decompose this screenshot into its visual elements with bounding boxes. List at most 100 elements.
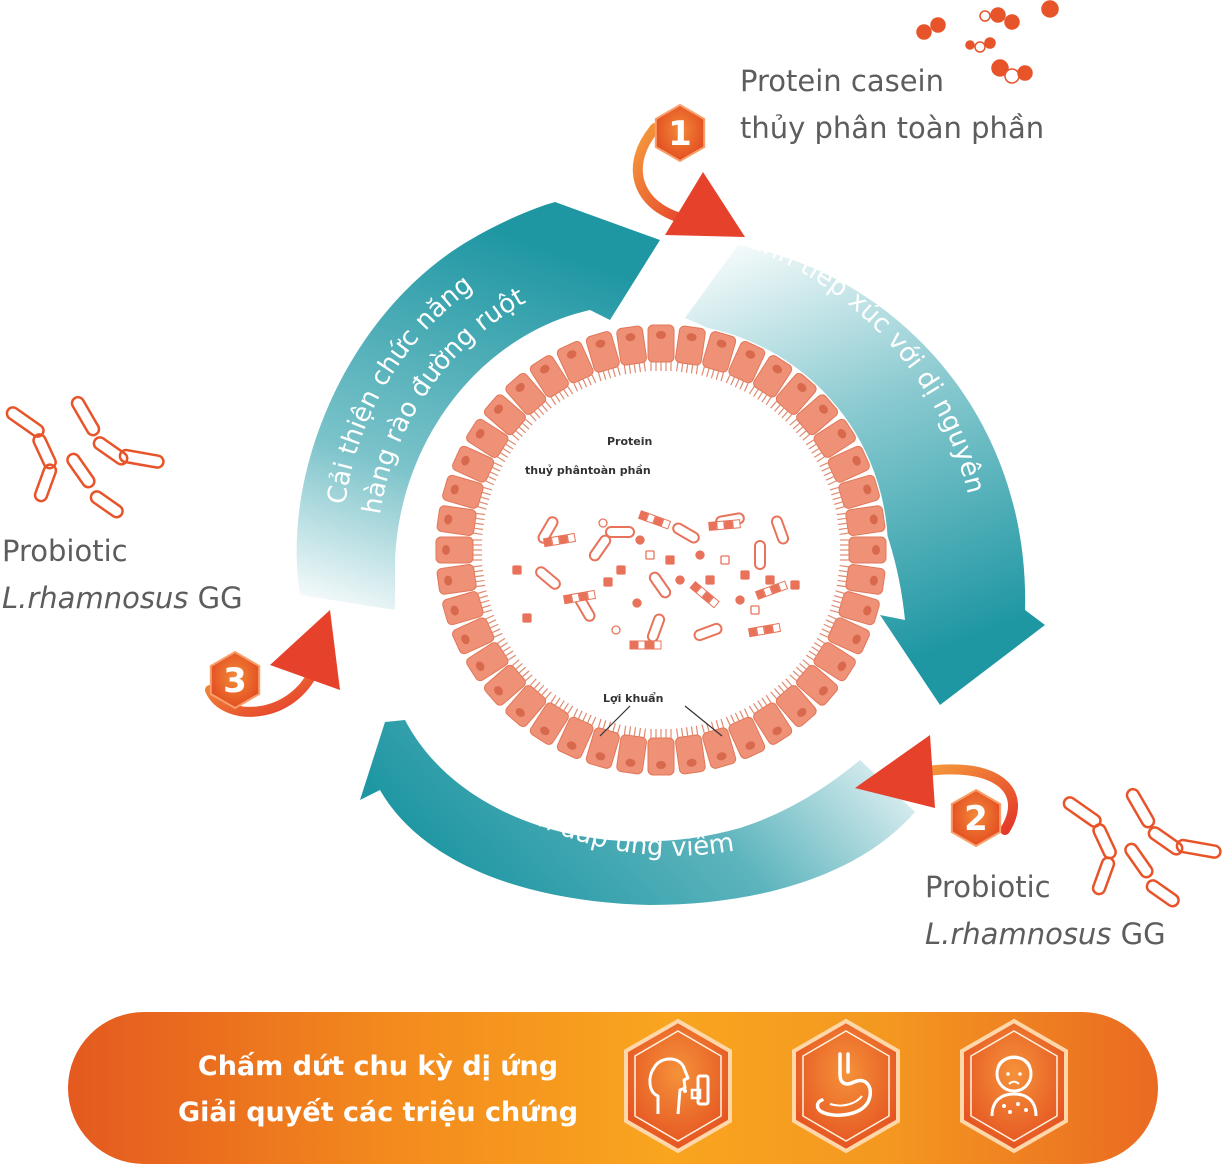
- arc-segment-reduce-inflammation: [360, 720, 915, 905]
- step-3-badge: 3: [209, 650, 261, 710]
- bacteria-rod: [32, 433, 57, 470]
- step-3-arrow: [205, 610, 340, 717]
- amino-acid: [705, 575, 715, 585]
- intestine-cell: [616, 725, 647, 775]
- bacteria-rod: [648, 571, 672, 599]
- protein-molecules-icon: [916, 0, 1059, 84]
- summary-banner: Chấm dứt chu kỳ dị ứng Giải quyết các tr…: [68, 1012, 1158, 1164]
- probiotic-bacteria-left-icon: [5, 395, 165, 519]
- intestine-cell: [436, 505, 486, 536]
- peptide-chain: [629, 640, 662, 650]
- intestine-cell: [836, 564, 886, 595]
- intestine-cell: [701, 718, 737, 769]
- intestine-cell: [789, 659, 839, 706]
- molecule: [979, 10, 991, 22]
- intestine-cell: [836, 505, 886, 536]
- pointer-line-right: [684, 705, 723, 737]
- bacteria-rod: [1124, 842, 1154, 879]
- probiotic-label-left: Probiotic L.rhamnosus GG: [2, 528, 243, 622]
- protein-casein-label: Protein casein thủy phân toàn phần: [740, 58, 1044, 152]
- intestine-cell: [725, 708, 766, 759]
- step-1-number: 1: [668, 114, 692, 154]
- molecule: [984, 37, 996, 49]
- intestine-cell: [725, 341, 766, 392]
- peptide-chain: [689, 580, 720, 609]
- molecule: [916, 24, 932, 40]
- peptide-chain: [542, 532, 577, 548]
- amino-acid: [740, 570, 750, 580]
- stomach-icon: [786, 1016, 906, 1156]
- amino-acid: [635, 535, 645, 545]
- intestine-cell: [505, 678, 552, 728]
- intestine-cell: [529, 355, 574, 406]
- lumen-contents: [512, 510, 800, 650]
- banner-line-2: Giải quyết các triệu chứng: [177, 1097, 579, 1128]
- bacteria-rod: [535, 566, 561, 590]
- amino-acid: [632, 598, 642, 608]
- bacteria-rod: [70, 395, 101, 437]
- bacteria-rod: [1125, 787, 1156, 829]
- intestine-cell: [585, 718, 621, 769]
- intestine-cell: [770, 678, 817, 728]
- bacteria-rod: [754, 540, 766, 570]
- intestine-cell: [805, 637, 856, 682]
- amino-acid: [616, 565, 626, 575]
- intestine-cell: [483, 394, 533, 441]
- bacteria-rod: [1091, 856, 1116, 896]
- bacteria-rod: [66, 452, 96, 489]
- molecule: [990, 7, 1006, 23]
- intestine-cell: [770, 372, 817, 422]
- intestine-cell: [819, 614, 870, 655]
- intestine-cell: [556, 708, 597, 759]
- molecule: [1041, 0, 1059, 18]
- banner-text: Chấm dứt chu kỳ dị ứng Giải quyết các tr…: [158, 1044, 598, 1136]
- intestine-cell: [748, 694, 793, 745]
- peptide-chain: [754, 580, 789, 600]
- intestine-cross-section: [434, 323, 888, 777]
- intestine-cell: [829, 474, 880, 510]
- intestine-cell: [442, 590, 493, 626]
- amino-acid: [522, 613, 532, 623]
- intestine-cell: [789, 394, 839, 441]
- peptide-chain: [747, 622, 782, 638]
- amino-acid: [603, 577, 613, 587]
- intestine-cell: [647, 324, 675, 371]
- protein-casein-line2: thủy phân toàn phần: [740, 111, 1045, 145]
- bacteria-rod: [1175, 838, 1222, 859]
- bacteria-rod: [770, 515, 790, 545]
- probiotic-title: Probiotic: [2, 534, 128, 568]
- intestine-cell: [616, 325, 647, 375]
- amino-acid: [598, 518, 608, 528]
- amino-acid: [720, 555, 730, 565]
- molecule: [1017, 65, 1033, 81]
- inner-label-good-bacteria: Lợi khuẩn: [603, 692, 663, 705]
- intestine-cell: [819, 445, 870, 486]
- bacteria-rod: [1092, 823, 1117, 860]
- molecule: [991, 59, 1009, 77]
- probiotic-strain: L.rhamnosus GG: [925, 911, 1166, 958]
- intestine-cell: [442, 474, 493, 510]
- probiotic-label-right: Probiotic L.rhamnosus GG: [925, 864, 1166, 958]
- intestine-cell: [840, 536, 887, 564]
- step-2-number: 2: [964, 799, 988, 839]
- bacteria-rod: [1145, 879, 1180, 908]
- probiotic-title: Probiotic: [925, 870, 1051, 904]
- intestine-cell: [435, 536, 482, 564]
- amino-acid: [645, 550, 655, 560]
- peptide-chain: [562, 589, 597, 605]
- probiotic-bacteria-right-icon: [1062, 787, 1222, 908]
- intestine-cell: [829, 590, 880, 626]
- respiratory-inhaler-icon: [618, 1016, 738, 1156]
- skin-rash-child-icon: [954, 1016, 1074, 1156]
- intestine-cell: [483, 659, 533, 706]
- amino-acid: [765, 575, 775, 585]
- molecule: [930, 17, 946, 33]
- amino-acid: [695, 550, 705, 560]
- step-1-badge: 1: [654, 103, 706, 163]
- banner-line-1: Chấm dứt chu kỳ dị ứng: [197, 1051, 559, 1082]
- intestine-cell: [805, 418, 856, 463]
- amino-acid: [512, 565, 522, 575]
- intestine-cell: [452, 445, 503, 486]
- intestine-cell: [452, 614, 503, 655]
- intestine-cell: [701, 331, 737, 382]
